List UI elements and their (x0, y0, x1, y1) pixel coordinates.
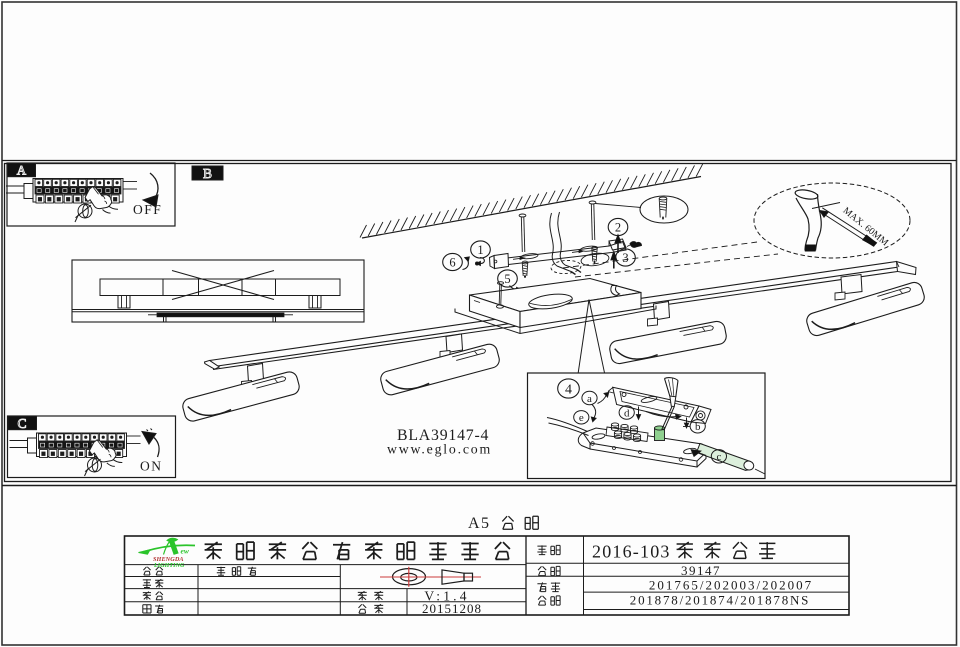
svg-text:d: d (624, 407, 630, 419)
svg-text:A5: A5 (468, 515, 491, 532)
svg-text:SHENGDA: SHENGDA (153, 556, 184, 563)
svg-text:2: 2 (615, 221, 621, 235)
svg-text:www.eglo.com: www.eglo.com (387, 442, 492, 457)
svg-text:b: b (695, 421, 701, 433)
svg-text:C: C (17, 416, 26, 431)
svg-text:1: 1 (477, 243, 483, 257)
svg-text:201878/201874/201878NS: 201878/201874/201878NS (630, 593, 810, 608)
svg-text:3: 3 (622, 251, 628, 265)
svg-text:LIGHTING: LIGHTING (153, 563, 185, 569)
svg-text:20151208: 20151208 (422, 601, 482, 616)
svg-text:A: A (17, 163, 27, 178)
svg-text:5: 5 (504, 272, 510, 286)
svg-text:2016-103: 2016-103 (592, 542, 671, 562)
svg-text:B: B (203, 166, 212, 181)
svg-text:ew: ew (181, 547, 190, 556)
svg-text:e: e (579, 412, 584, 424)
svg-text:4: 4 (565, 383, 572, 398)
svg-text:V:1.4: V:1.4 (424, 589, 469, 604)
svg-text:201765/202003/202007: 201765/202003/202007 (649, 578, 813, 593)
svg-text:BLA39147-4: BLA39147-4 (397, 427, 489, 444)
svg-text:c: c (716, 451, 721, 463)
svg-text:OFF: OFF (133, 202, 162, 217)
svg-text:39147: 39147 (681, 563, 721, 578)
svg-text:ON: ON (140, 459, 163, 474)
svg-text:a: a (587, 393, 592, 405)
svg-text:6: 6 (449, 256, 455, 270)
